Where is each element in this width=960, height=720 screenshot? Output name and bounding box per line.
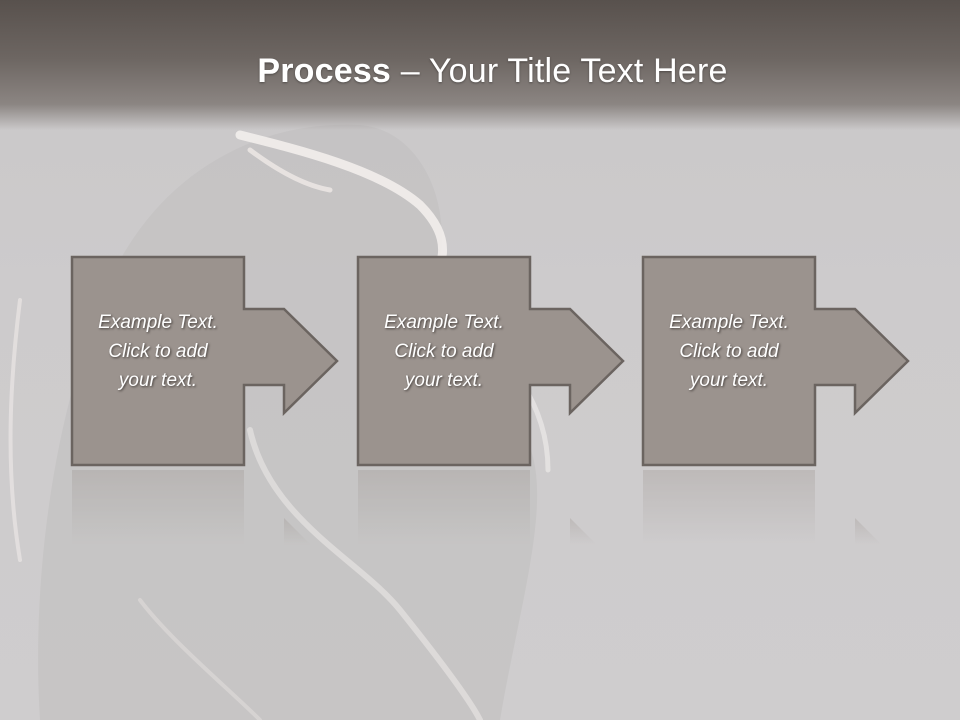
title-dash: – [391, 52, 429, 90]
process-step-2[interactable]: Example Text. Click to add your text. [356, 255, 627, 468]
step-1-text[interactable]: Example Text. Click to add your text. [98, 312, 218, 391]
slide-title[interactable]: Process – Your Title Text Here [0, 52, 960, 91]
title-bold-part: Process [257, 52, 392, 90]
step-3-reflection [643, 470, 882, 545]
step-2-box-arrow-shape [356, 255, 625, 467]
process-step-3[interactable]: Example Text. Click to add your text. [641, 255, 912, 468]
step-1-reflection [72, 470, 311, 545]
step-2-text[interactable]: Example Text. Click to add your text. [384, 312, 504, 391]
title-rest-part: Your Title Text Here [428, 52, 728, 90]
step-3-box-arrow-shape [641, 255, 910, 467]
step-3-text[interactable]: Example Text. Click to add your text. [669, 312, 789, 391]
step-2-reflection [358, 470, 597, 545]
title-band [0, 0, 960, 130]
process-step-1[interactable]: Example Text. Click to add your text. [70, 255, 341, 468]
step-1-box-arrow-shape [70, 255, 339, 467]
